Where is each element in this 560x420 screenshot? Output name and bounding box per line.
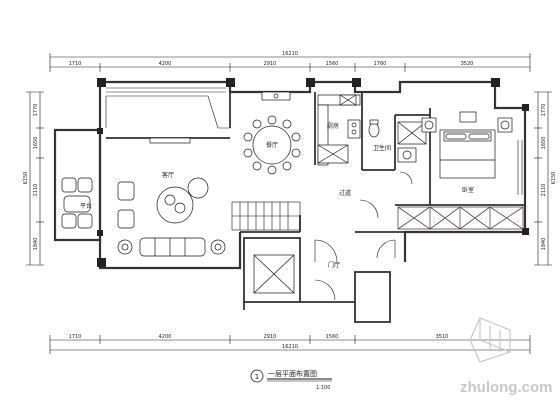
- room-label-foyer: 门厅: [328, 261, 340, 269]
- balcony-glazing: [105, 87, 231, 129]
- living-room-furniture: [117, 137, 226, 257]
- watermark-text: zhulong.com: [460, 379, 553, 396]
- top-segment-dimension: 2910: [264, 61, 277, 67]
- bottom-segment-dimension: 2910: [264, 334, 277, 340]
- bottom-segment-dimension: 4200: [159, 334, 172, 340]
- drawing-number-circle: [250, 369, 264, 383]
- exterior-walls: [53, 80, 527, 270]
- bottom-dimension-chain: [49, 335, 531, 354]
- room-label-living: 客厅: [162, 171, 174, 179]
- drawing-number: 1: [255, 373, 259, 381]
- room-label-terrace: 平台: [80, 202, 92, 210]
- top-segment-dimension: 1710: [69, 61, 82, 67]
- left-segment-dimension: 2110: [33, 184, 39, 197]
- dining-sideboard: [261, 91, 291, 101]
- room-label-hall: 过道: [339, 189, 351, 197]
- top-segment-dimension: 3520: [461, 61, 474, 67]
- top-dimension-chain: [49, 53, 531, 72]
- left-segment-dimension: 1770: [33, 104, 39, 117]
- top-segment-dimension: 1560: [326, 61, 339, 67]
- bedroom-window: [517, 140, 523, 195]
- left-total-dimension: 6150: [23, 172, 29, 185]
- left-dimension-chain: [26, 91, 44, 266]
- structural-columns: [97, 78, 529, 267]
- bedroom-wardrobe: [397, 206, 524, 230]
- bottom-segment-dimension: 1710: [69, 334, 82, 340]
- stairway: [231, 201, 301, 231]
- room-label-kitchen: 厨房: [327, 122, 339, 130]
- bottom-total-dimension: 16210: [282, 344, 298, 350]
- room-label-dining: 餐厅: [266, 141, 278, 149]
- left-segment-dimension: 1650: [33, 137, 39, 150]
- top-segment-dimension: 4200: [159, 61, 172, 67]
- terrace-furniture: [61, 177, 93, 229]
- right-dimension-chain: [534, 91, 552, 266]
- right-total-dimension: 6150: [551, 172, 557, 185]
- drawing-title: 1 一层平面布置图 1:100: [250, 369, 332, 391]
- room-label-bath: 卫生间: [373, 144, 391, 152]
- bottom-segment-dimension: 3510: [436, 334, 449, 340]
- bathroom-fixtures: [368, 119, 427, 163]
- left-segment-dimension: 1840: [33, 238, 39, 251]
- right-segment-dimension: 2110: [541, 184, 547, 197]
- room-label-bedroom: 卧室: [462, 186, 474, 194]
- dining-table-set: [243, 115, 301, 175]
- drawing-scale: 1:100: [316, 385, 330, 391]
- top-segment-dimension: 1760: [374, 61, 387, 67]
- right-segment-dimension: 1770: [541, 104, 547, 117]
- drawing-title-text: 一层平面布置图: [268, 369, 317, 378]
- right-segment-dimension: 1840: [541, 238, 547, 251]
- top-total-dimension: 16210: [282, 51, 298, 57]
- zhulong-logo-icon: [469, 317, 511, 363]
- watermark: zhulong.com: [460, 317, 553, 396]
- kitchen-cabinets: [317, 94, 361, 166]
- elevator-shaft: [253, 254, 295, 294]
- bedroom-furniture: [421, 111, 513, 179]
- bottom-segment-dimension: 1560: [326, 334, 339, 340]
- foyer-block: [243, 237, 391, 323]
- entrance-doors: [314, 171, 413, 301]
- right-segment-dimension: 1650: [541, 137, 547, 150]
